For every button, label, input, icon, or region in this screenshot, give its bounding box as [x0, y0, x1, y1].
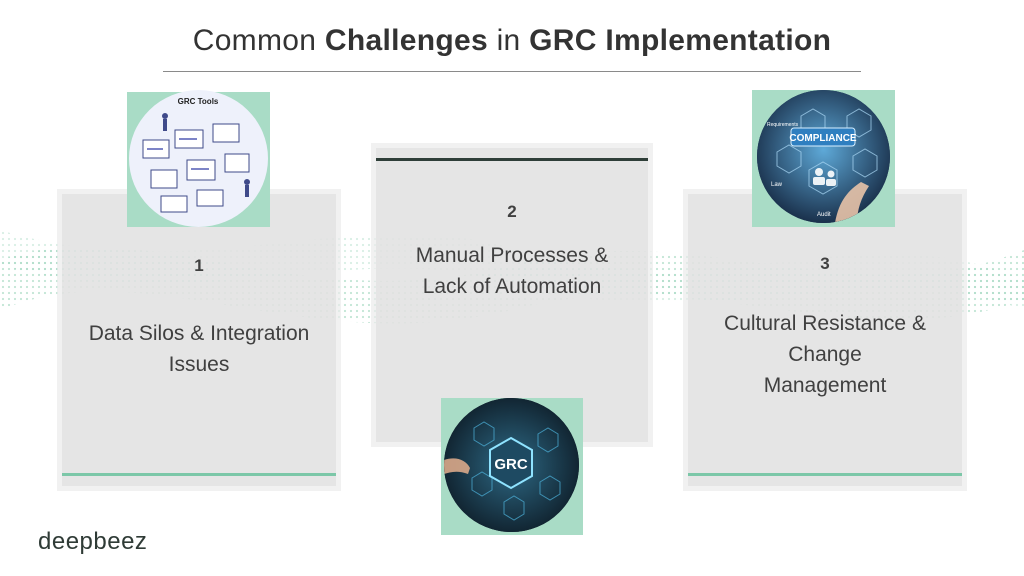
svg-text:COMPLIANCE: COMPLIANCE: [789, 133, 857, 144]
page-title: Common Challenges in GRC Implementation: [192, 24, 832, 57]
svg-text:GRC Tools: GRC Tools: [178, 97, 219, 106]
card-label: Manual Processes & Lack of Automation: [415, 244, 609, 298]
svg-text:GRC: GRC: [494, 456, 528, 473]
grc-tools-image: GRC Tools: [127, 90, 270, 227]
card-label: Data Silos & Integration Issues: [88, 322, 310, 376]
title-container: Common Challenges in GRC Implementation: [0, 24, 1024, 58]
grc-illustration: GRC: [444, 398, 579, 532]
brand-logo: deepbeez: [38, 528, 148, 555]
svg-text:Requirements: Requirements: [767, 122, 799, 128]
compliance-illustration: COMPLIANCE Requirements Law Audit: [757, 90, 890, 223]
card-number: 3: [820, 254, 830, 273]
card-accent-bar: [376, 158, 648, 161]
card-number: 2: [507, 202, 517, 221]
compliance-image: COMPLIANCE Requirements Law Audit: [752, 90, 895, 227]
card-label: Cultural Resistance & Change Management: [724, 312, 926, 397]
grc-tools-illustration: GRC Tools: [142, 97, 250, 213]
grc-hexagon-image: GRC: [441, 398, 583, 535]
challenge-card-1: 1 Data Silos & Integration Issues: [62, 194, 336, 486]
svg-text:Law: Law: [771, 182, 783, 188]
card-accent-bar: [62, 473, 336, 476]
challenge-card-2: 2 Manual Processes & Lack of Automation: [376, 148, 648, 442]
challenge-card-3: 3 Cultural Resistance & Change Managemen…: [688, 194, 962, 486]
title-divider: [163, 71, 861, 72]
card-accent-bar: [688, 473, 962, 476]
card-number: 1: [194, 256, 204, 275]
svg-text:Audit: Audit: [817, 212, 831, 218]
